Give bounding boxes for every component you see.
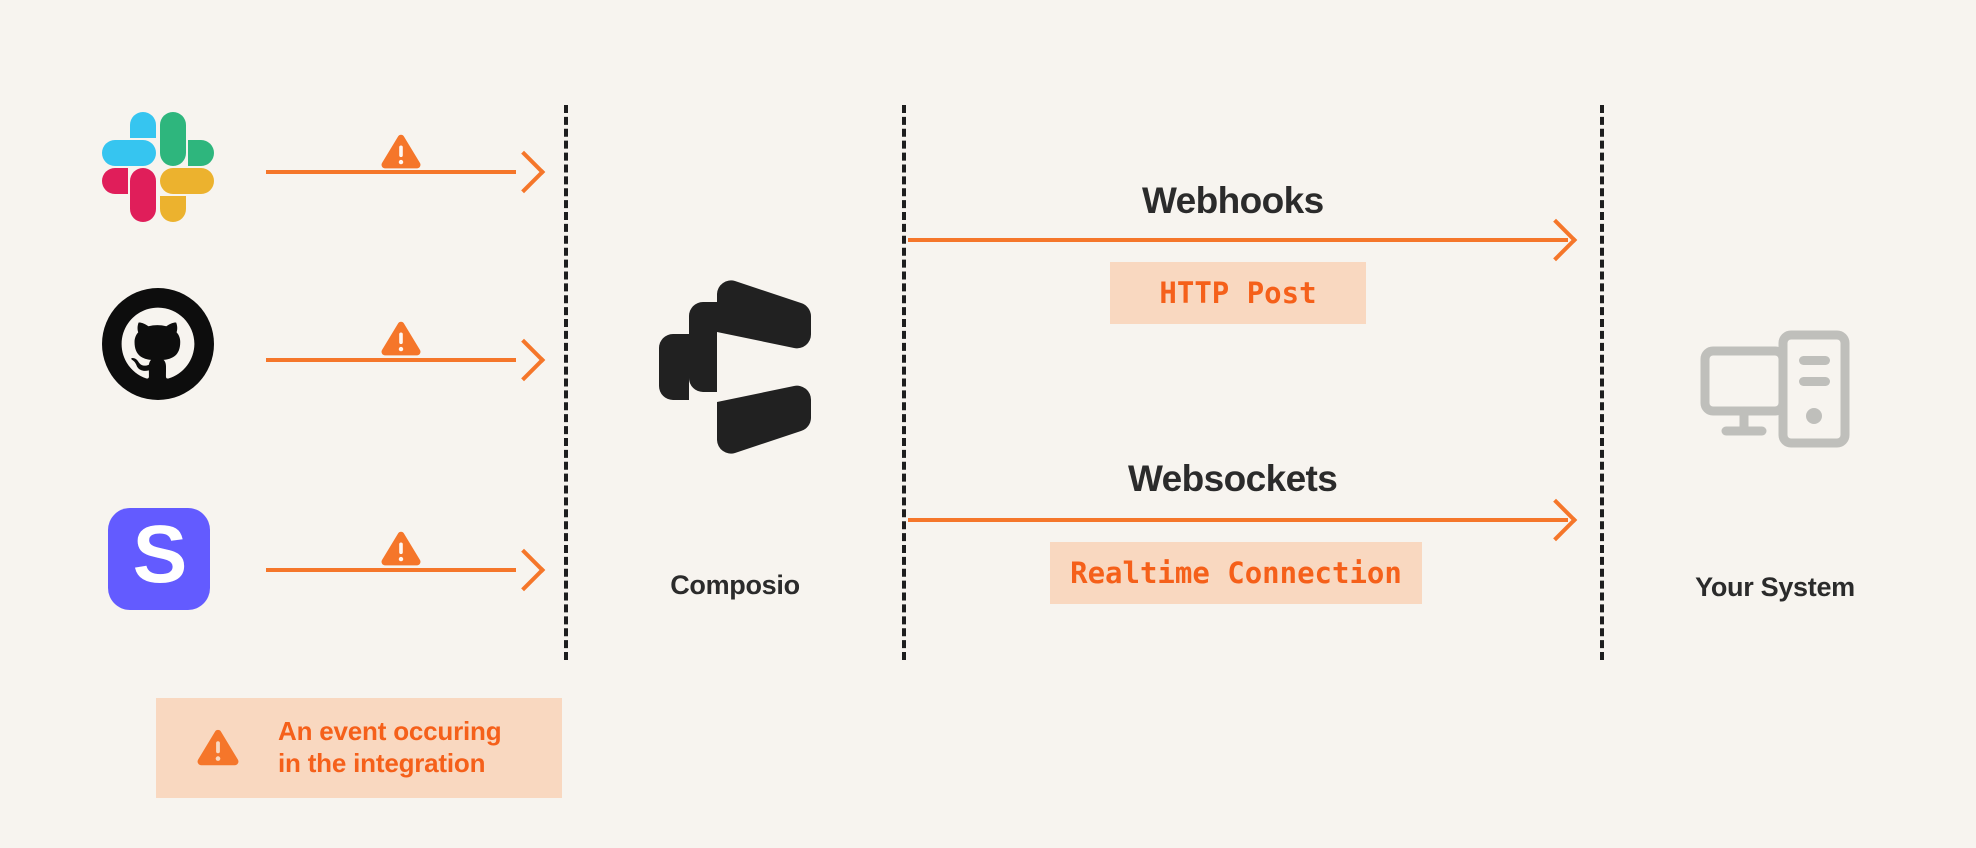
warning-triangle-icon: [380, 320, 422, 358]
divider-left: [564, 105, 568, 660]
warning-triangle-icon: [380, 530, 422, 568]
event-arrow-stripe: [266, 568, 516, 572]
divider-right: [1600, 105, 1604, 660]
event-arrow-slack: [266, 170, 516, 174]
legend-box: An event occuring in the integration: [156, 698, 562, 798]
legend-line-1: An event occuring: [278, 716, 502, 747]
legend-text: An event occuring in the integration: [278, 716, 502, 779]
warning-triangle-icon: [196, 728, 240, 768]
composio-logo-icon: [655, 272, 815, 462]
legend-line-2: in the integration: [278, 748, 486, 778]
composio-label: Composio: [670, 570, 800, 600]
github-logo-icon: [102, 288, 214, 400]
slack-logo-icon: [102, 110, 214, 222]
webhooks-arrow-head: [1534, 218, 1578, 262]
websockets-arrow-head: [1534, 498, 1578, 542]
stripe-logo-icon: S: [108, 508, 210, 610]
event-arrow-stripe-head: [502, 548, 546, 592]
your-system-label: Your System: [1695, 572, 1855, 602]
desktop-computer-icon: [1700, 330, 1850, 448]
webhooks-badge: HTTP Post: [1110, 262, 1366, 324]
websockets-title: Websockets: [1128, 458, 1338, 499]
warning-triangle-icon: [380, 133, 422, 171]
websockets-badge: Realtime Connection: [1050, 542, 1422, 604]
websockets-arrow: [908, 518, 1568, 522]
webhooks-title: Webhooks: [1142, 180, 1324, 221]
event-arrow-github: [266, 358, 516, 362]
event-arrow-github-head: [502, 338, 546, 382]
webhooks-arrow: [908, 238, 1568, 242]
event-arrow-slack-head: [502, 150, 546, 194]
stripe-logo-letter: S: [132, 509, 188, 600]
divider-mid: [902, 105, 906, 660]
